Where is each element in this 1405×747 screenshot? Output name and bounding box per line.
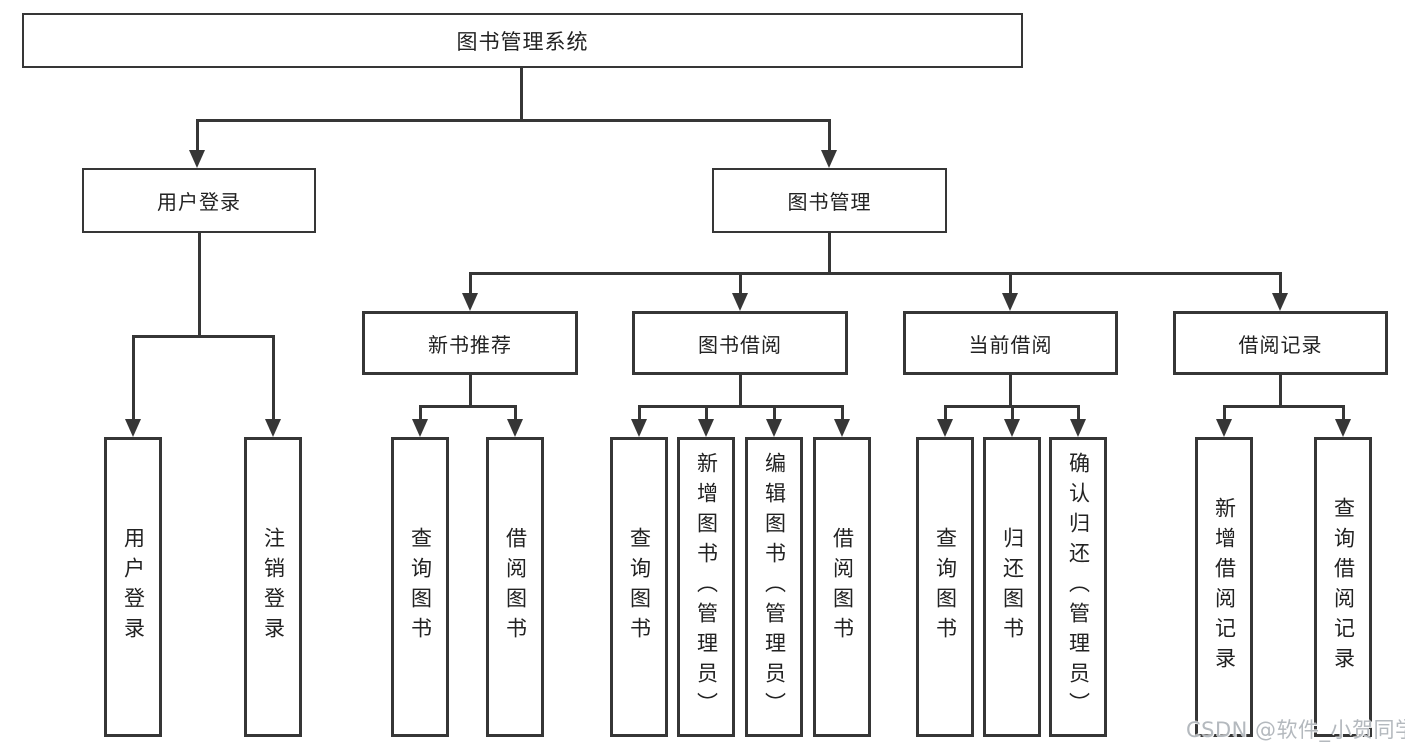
connector-line	[772, 408, 776, 421]
arrowhead-down-icon	[1002, 293, 1018, 311]
leaf-bb-query-books: 查询图书	[610, 437, 668, 737]
connector-line	[195, 122, 199, 152]
node-label: 借阅记录	[1238, 332, 1323, 357]
connector-line	[1341, 408, 1345, 421]
connector-line	[468, 375, 472, 408]
node-label: 图书借阅	[698, 332, 782, 357]
leaf-label: 新增图书（管理员）	[694, 452, 719, 722]
leaf-bb-add-books-admin: 新增图书（管理员）	[677, 437, 735, 737]
node-user-login: 用户登录	[82, 168, 316, 233]
arrowhead-down-icon	[631, 419, 647, 437]
connector-line	[197, 233, 201, 338]
connector-line	[195, 119, 831, 122]
connector-line	[520, 68, 523, 120]
connector-line	[418, 408, 422, 421]
leaf-label: 查询图书	[408, 527, 433, 647]
leaf-label: 查询图书	[627, 527, 652, 647]
arrowhead-down-icon	[462, 293, 478, 311]
connector-line	[1076, 408, 1080, 421]
arrowhead-down-icon	[189, 150, 205, 168]
arrowhead-down-icon	[1216, 419, 1232, 437]
arrowhead-down-icon	[698, 419, 714, 437]
arrowhead-down-icon	[507, 419, 523, 437]
leaf-br-add-borrow-record: 新增借阅记录	[1195, 437, 1253, 737]
connector-line	[637, 405, 844, 408]
leaf-cb-confirm-return-admin: 确认归还（管理员）	[1049, 437, 1107, 737]
connector-line	[468, 275, 472, 295]
connector-line	[704, 408, 708, 421]
connector-line	[738, 375, 742, 408]
leaf-cb-query-books: 查询图书	[916, 437, 974, 737]
node-new-book-recommendation: 新书推荐	[362, 311, 578, 375]
leaf-label: 确认归还（管理员）	[1066, 452, 1091, 722]
leaf-label: 查询借阅记录	[1331, 497, 1356, 677]
arrowhead-down-icon	[125, 419, 141, 437]
arrowhead-down-icon	[412, 419, 428, 437]
leaf-label: 编辑图书（管理员）	[762, 452, 787, 722]
arrowhead-down-icon	[821, 150, 837, 168]
leaf-br-query-borrow-record: 查询借阅记录	[1314, 437, 1372, 737]
leaf-label: 新增借阅记录	[1212, 497, 1237, 677]
arrowhead-down-icon	[1004, 419, 1020, 437]
leaf-label: 借阅图书	[503, 527, 528, 647]
leaf-cb-return-books: 归还图书	[983, 437, 1041, 737]
connector-line	[827, 122, 831, 152]
connector-line	[1010, 408, 1014, 421]
connector-line	[1278, 275, 1282, 295]
arrowhead-down-icon	[766, 419, 782, 437]
connector-line	[513, 408, 517, 421]
arrowhead-down-icon	[1070, 419, 1086, 437]
connector-line	[1222, 408, 1226, 421]
connector-line	[738, 275, 742, 295]
node-book-management-system: 图书管理系统	[22, 13, 1023, 68]
arrowhead-down-icon	[834, 419, 850, 437]
connector-line	[1008, 375, 1012, 408]
connector-line	[271, 338, 275, 421]
connector-line	[1222, 405, 1345, 408]
leaf-logout: 注销登录	[244, 437, 302, 737]
leaf-label: 查询图书	[933, 527, 958, 647]
connector-line	[1278, 375, 1282, 408]
leaf-user-login: 用户登录	[104, 437, 162, 737]
node-borrowing-records: 借阅记录	[1173, 311, 1388, 375]
connector-line	[1008, 275, 1012, 295]
leaf-label: 注销登录	[261, 527, 286, 647]
arrowhead-down-icon	[732, 293, 748, 311]
connector-line	[131, 338, 135, 421]
connector-line	[827, 233, 831, 275]
connector-line	[468, 272, 1282, 275]
node-label: 新书推荐	[428, 332, 512, 357]
leaf-bb-borrow-books: 借阅图书	[813, 437, 871, 737]
node-book-borrowing: 图书借阅	[632, 311, 848, 375]
arrowhead-down-icon	[1335, 419, 1351, 437]
connector-line	[943, 408, 947, 421]
node-label: 用户登录	[157, 190, 241, 214]
leaf-nb-query-books: 查询图书	[391, 437, 449, 737]
arrowhead-down-icon	[937, 419, 953, 437]
connector-line	[840, 408, 844, 421]
connector-line	[131, 335, 275, 338]
leaf-nb-borrow-books: 借阅图书	[486, 437, 544, 737]
leaf-label: 借阅图书	[830, 527, 855, 647]
node-label: 图书管理	[787, 190, 872, 214]
arrowhead-down-icon	[265, 419, 281, 437]
connector-line	[943, 405, 1080, 408]
watermark-text: CSDN @软件_小贺同学	[1186, 718, 1405, 742]
connector-line	[418, 405, 517, 408]
connector-line	[637, 408, 641, 421]
leaf-label: 用户登录	[121, 527, 146, 647]
leaf-bb-edit-books-admin: 编辑图书（管理员）	[745, 437, 803, 737]
leaf-label: 归还图书	[1000, 527, 1025, 647]
node-label: 图书管理系统	[456, 29, 589, 54]
arrowhead-down-icon	[1272, 293, 1288, 311]
node-current-borrowing: 当前借阅	[903, 311, 1118, 375]
node-book-management: 图书管理	[712, 168, 947, 233]
node-label: 当前借阅	[968, 332, 1053, 357]
